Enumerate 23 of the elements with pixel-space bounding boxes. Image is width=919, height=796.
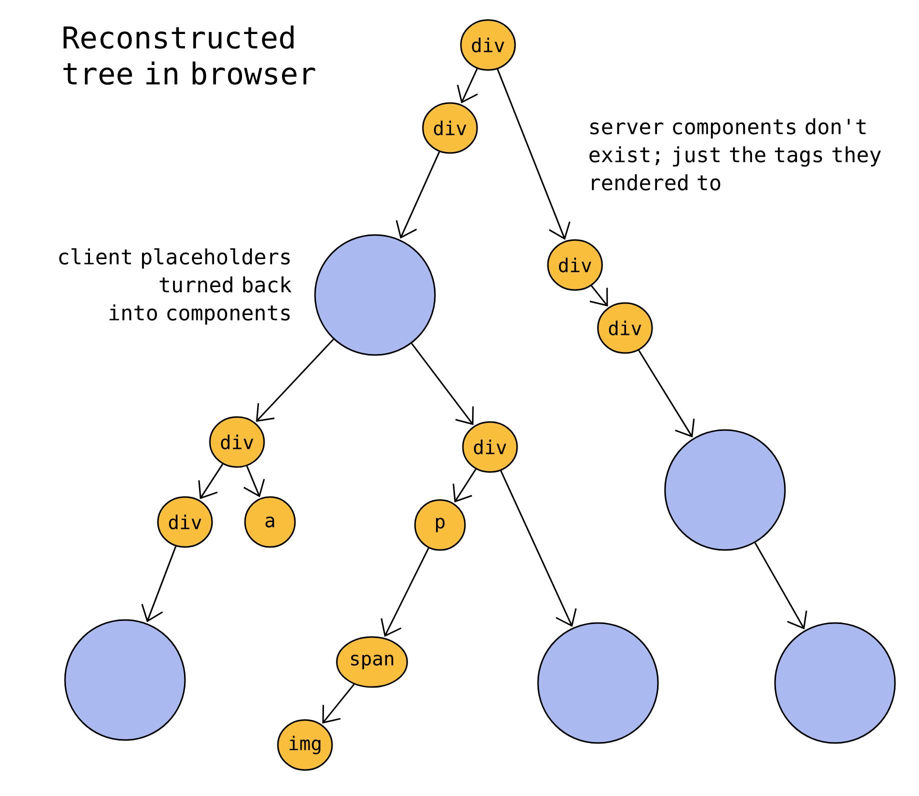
arrow (452, 468, 476, 502)
arrow (496, 68, 570, 240)
arrow (198, 464, 224, 500)
title: Reconstructed tree in browser (63, 26, 316, 85)
arrow (500, 470, 577, 627)
arrow (322, 684, 355, 724)
annotation: server components don't exist; just the tags they rendered to (589, 118, 881, 190)
arrow (243, 466, 265, 498)
arrow (411, 343, 474, 426)
component-circle (664, 429, 786, 551)
arrow (380, 548, 430, 637)
arrow (141, 546, 176, 622)
annotation: client placeholders turned back into components (59, 248, 292, 325)
component-circle (64, 619, 186, 741)
arrow (456, 68, 478, 104)
component-circle (314, 234, 436, 356)
arrow (638, 350, 695, 438)
arrow (590, 285, 608, 306)
arrow (754, 542, 808, 630)
arrow (256, 338, 334, 422)
component-circle (537, 622, 659, 744)
component-circle (774, 622, 896, 744)
arrow (396, 151, 440, 239)
